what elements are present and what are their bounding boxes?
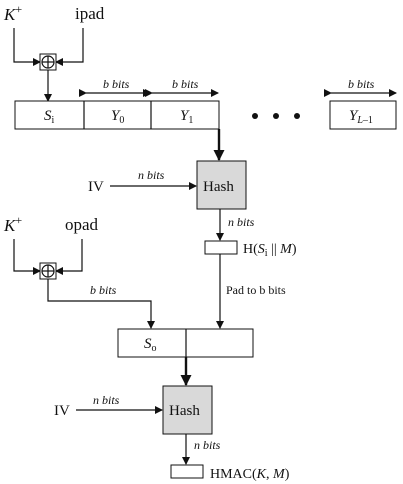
iv-2-width-label: n bits: [93, 393, 120, 407]
ellipsis-dots: [252, 113, 300, 119]
pad-label: Pad to b bits: [226, 283, 286, 297]
xor-top-icon: [39, 53, 57, 71]
y0-width-label: b bits: [103, 77, 130, 91]
block-si-label: Si: [44, 108, 55, 126]
block-y1-label: Y1: [180, 108, 193, 126]
iv-1-label: IV: [88, 179, 104, 195]
hash-box-2-label: Hash: [169, 403, 200, 419]
block-yl: [329, 100, 397, 130]
hash-box-2: [162, 385, 213, 435]
hash2-output-width-label: n bits: [194, 438, 221, 452]
iv-2-label: IV: [54, 403, 70, 419]
message-blocks-row: [14, 100, 220, 130]
k-plus-bottom-line: [13, 239, 41, 275]
so-label: So: [144, 336, 157, 354]
hash1-output-width-label: n bits: [228, 215, 255, 229]
y1-width-label: b bits: [172, 77, 199, 91]
block-y0-label: Y0: [111, 108, 124, 126]
iv-1-width-label: n bits: [138, 168, 165, 182]
hash1-output-block: [204, 240, 238, 255]
hash2-output-block: [170, 464, 204, 479]
yl-width-label: b bits: [348, 77, 375, 91]
xor-bottom-icon: [39, 262, 57, 280]
hash-box-1-label: Hash: [203, 179, 234, 195]
opad-line: [55, 239, 83, 275]
k-plus-top-label: K+: [3, 2, 22, 24]
ipad-line: [55, 28, 84, 66]
ipad-label: ipad: [75, 4, 105, 23]
k-plus-top-line: [13, 28, 41, 66]
hash-box-1: [196, 160, 247, 210]
hash1-output-label: H(Si || M): [243, 242, 297, 259]
opad-label: opad: [65, 215, 99, 234]
opad-width-label: b bits: [90, 283, 117, 297]
k-plus-bottom-label: K+: [3, 213, 22, 235]
hmac-output-label: HMAC(K, M): [210, 467, 290, 482]
block-yl-label: YL–1: [349, 108, 373, 126]
xor-bottom-to-so-line: [47, 279, 155, 329]
